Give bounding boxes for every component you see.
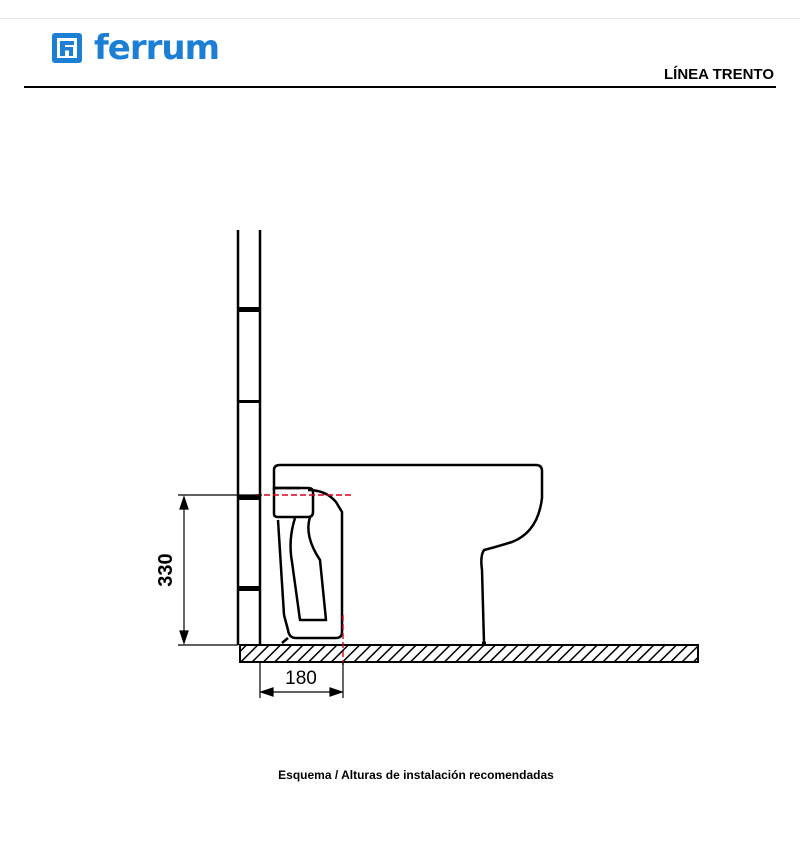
height-dimension-label: 330 (155, 553, 177, 586)
wall (236, 230, 262, 645)
product-line-title: LÍNEA TRENTO (663, 66, 774, 83)
toilet-profile (272, 463, 544, 645)
top-divider (0, 18, 800, 19)
reference-lines (255, 494, 352, 665)
floor (239, 644, 699, 663)
dimension-height (178, 494, 262, 646)
header-divider (24, 86, 776, 88)
ferrum-logo-icon (52, 33, 82, 63)
depth-dimension-label: 180 (285, 668, 317, 689)
installation-diagram: 330 180 (155, 230, 699, 698)
dimension-depth (259, 662, 344, 698)
diagram-caption: Esquema / Alturas de instalación recomen… (278, 768, 554, 782)
brand-logo: ferrum (50, 28, 220, 68)
brand-name: ferrum (94, 28, 220, 68)
